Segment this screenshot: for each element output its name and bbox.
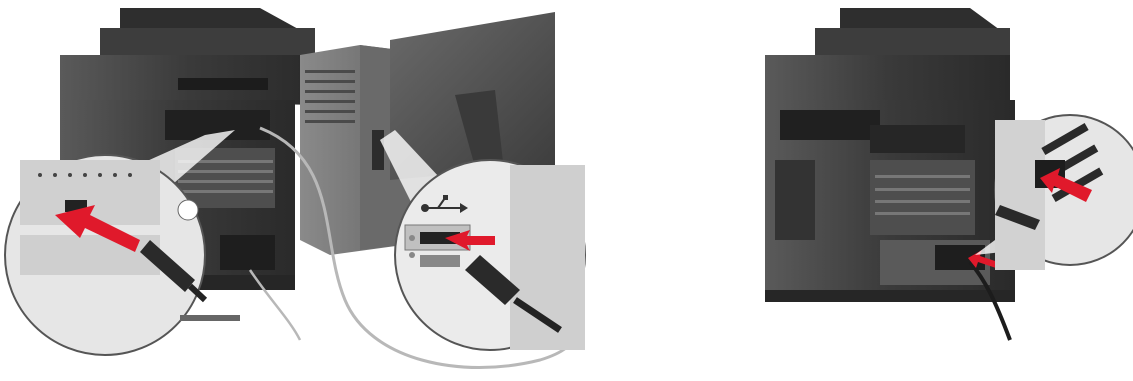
usb-connection-diagram [0, 0, 600, 381]
usb-connection-illustration [0, 0, 600, 381]
power-connection-diagram [740, 0, 1133, 381]
computer-usb-port-callout [395, 160, 585, 350]
power-port-callout [995, 115, 1133, 270]
power-connection-illustration [740, 0, 1133, 381]
